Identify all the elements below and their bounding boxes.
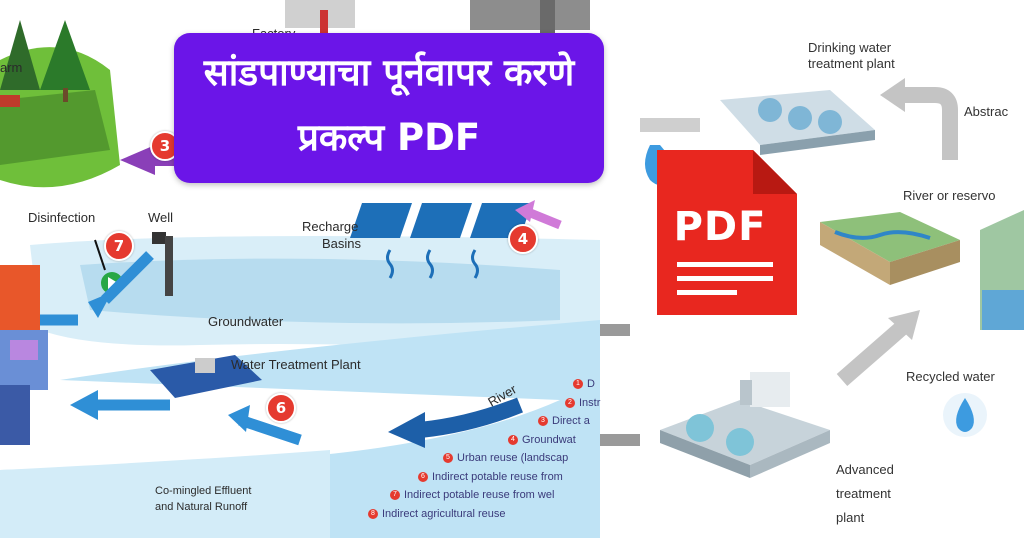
title-banner [174, 33, 604, 183]
recharge-label-1: Recharge [302, 219, 359, 234]
drinking-water-plant-icon [720, 90, 875, 155]
disinfection-label: Disinfection [28, 210, 96, 225]
tree-icon [40, 20, 90, 90]
advanced-plant-label-3: plant [836, 510, 865, 525]
advanced-plant-label-1: Advanced [836, 462, 894, 477]
groundwater-label: Groundwater [208, 314, 284, 329]
barn-icon [0, 95, 20, 107]
water-treatment-plant-label: Water Treatment Plant [231, 357, 361, 372]
drinking-plant-label-1: Drinking water [808, 40, 892, 55]
river-reservoir-label: River or reservo [903, 188, 996, 203]
drinking-plant-label-2: treatment plant [808, 56, 895, 71]
advanced-treatment-plant-icon [660, 372, 830, 478]
abstraction-arrow [900, 87, 958, 160]
pdf-file-icon [657, 150, 797, 315]
effluent-label-1: Co-mingled Effluent [155, 485, 252, 497]
title-line-2: प्रकल्प PDF [297, 116, 481, 159]
city-icon [470, 0, 590, 30]
step-number-4: 4 [508, 224, 538, 254]
abstraction-label: Abstrac [964, 104, 1009, 119]
city-buildings [0, 265, 48, 445]
step-number-6: 6 [266, 393, 296, 423]
recharge-basins [350, 203, 532, 238]
advanced-plant-label-2: treatment [836, 486, 891, 501]
effluent-label-2: and Natural Runoff [155, 501, 248, 513]
recycle-arrow [836, 318, 911, 387]
title-line-1: सांडपाण्याचा पूर्नवापर करणे [203, 51, 575, 94]
step-number-7: 7 [104, 231, 134, 261]
pdf-badge-text: PDF [673, 204, 767, 250]
treatment-plant-icon [150, 355, 262, 398]
recycled-water-label: Recycled water [906, 369, 995, 384]
well-label: Well [148, 210, 174, 225]
tree-icon [0, 20, 40, 90]
well-icon [152, 232, 166, 244]
recharge-label-2: Basins [322, 236, 362, 251]
farm-label: arm [0, 60, 23, 75]
river-terrain [820, 212, 960, 262]
